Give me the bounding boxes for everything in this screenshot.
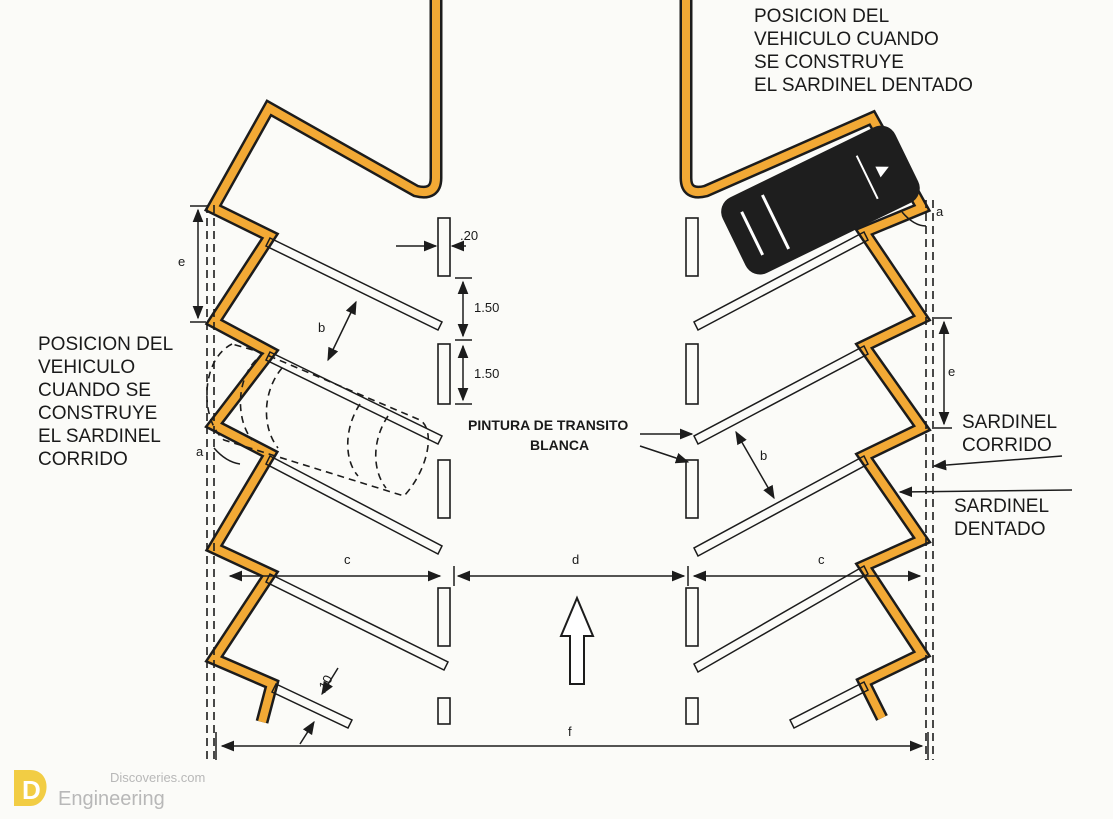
label-paint: PINTURA DE TRANSITO BLANCA: [468, 417, 628, 453]
left-stall-lines: [264, 237, 450, 729]
label-vehicle-toothed-line-2: VEHICULO CUANDO: [754, 29, 939, 50]
dim-f: f: [568, 724, 572, 739]
label-curb-continuous-line-2: CORRIDO: [962, 435, 1052, 456]
dim-c-left: c: [344, 552, 351, 567]
label-curb-toothed: SARDINEL DENTADO: [954, 496, 1049, 540]
label-vehicle-continuous: POSICION DEL VEHICULO CUANDO SE CONSTRUY…: [38, 334, 173, 470]
watermark-logo-letter: D: [22, 775, 41, 805]
dim-width-20: .20: [460, 228, 478, 243]
label-vehicle-continuous-line-5: EL SARDINEL: [38, 426, 161, 447]
dim-e-right: e: [948, 364, 955, 379]
label-paint-line-1: PINTURA DE TRANSITO: [468, 417, 628, 433]
dim-b-right: b: [760, 448, 767, 463]
watermark-logo: D Discoveries.com Engineering: [14, 770, 205, 810]
ghost-vehicle-icon: [206, 343, 429, 497]
dim-width-10: .10: [314, 673, 336, 696]
label-vehicle-toothed-line-1: POSICION DEL: [754, 6, 889, 27]
watermark-top: Discoveries.com: [110, 770, 205, 785]
label-vehicle-continuous-line-2: VEHICULO: [38, 357, 135, 378]
label-vehicle-continuous-line-3: CUANDO SE: [38, 380, 151, 401]
right-stall-lines: [693, 230, 870, 730]
traffic-direction-arrow-icon: [559, 595, 595, 685]
dimension-lines: [190, 205, 1073, 760]
right-continuous-curb: [925, 200, 934, 760]
label-vehicle-toothed: POSICION DEL VEHICULO CUANDO SE CONSTRUY…: [754, 6, 973, 96]
label-curb-toothed-line-1: SARDINEL: [954, 496, 1049, 517]
dim-spacing-150-top: 1.50: [474, 300, 499, 315]
left-continuous-curb: [206, 205, 215, 760]
label-vehicle-continuous-line-4: CONSTRUYE: [38, 403, 157, 424]
left-center-dashes: [437, 217, 451, 725]
dim-spacing-150-bottom: 1.50: [474, 366, 499, 381]
dim-a-right: a: [936, 204, 944, 219]
label-curb-continuous: SARDINEL CORRIDO: [962, 412, 1057, 456]
left-toothed-curb: [203, 0, 443, 724]
dim-b-left: b: [318, 320, 325, 335]
dim-d: d: [572, 552, 579, 567]
watermark-bottom: Engineering: [58, 788, 165, 810]
label-curb-continuous-line-1: SARDINEL: [962, 412, 1057, 433]
right-center-dashes: [685, 217, 699, 725]
dim-c-right: c: [818, 552, 825, 567]
vehicle-icon: [721, 125, 920, 275]
dim-e-left: e: [178, 254, 185, 269]
label-vehicle-toothed-line-3: SE CONSTRUYE: [754, 52, 904, 73]
label-paint-line-2: BLANCA: [530, 437, 589, 453]
label-vehicle-continuous-line-6: CORRIDO: [38, 449, 128, 470]
label-curb-toothed-line-2: DENTADO: [954, 519, 1045, 540]
label-vehicle-toothed-line-4: EL SARDINEL DENTADO: [754, 75, 973, 96]
dim-a-left: a: [196, 444, 204, 459]
right-toothed-curb: [679, 0, 932, 721]
label-vehicle-continuous-line-1: POSICION DEL: [38, 334, 173, 355]
